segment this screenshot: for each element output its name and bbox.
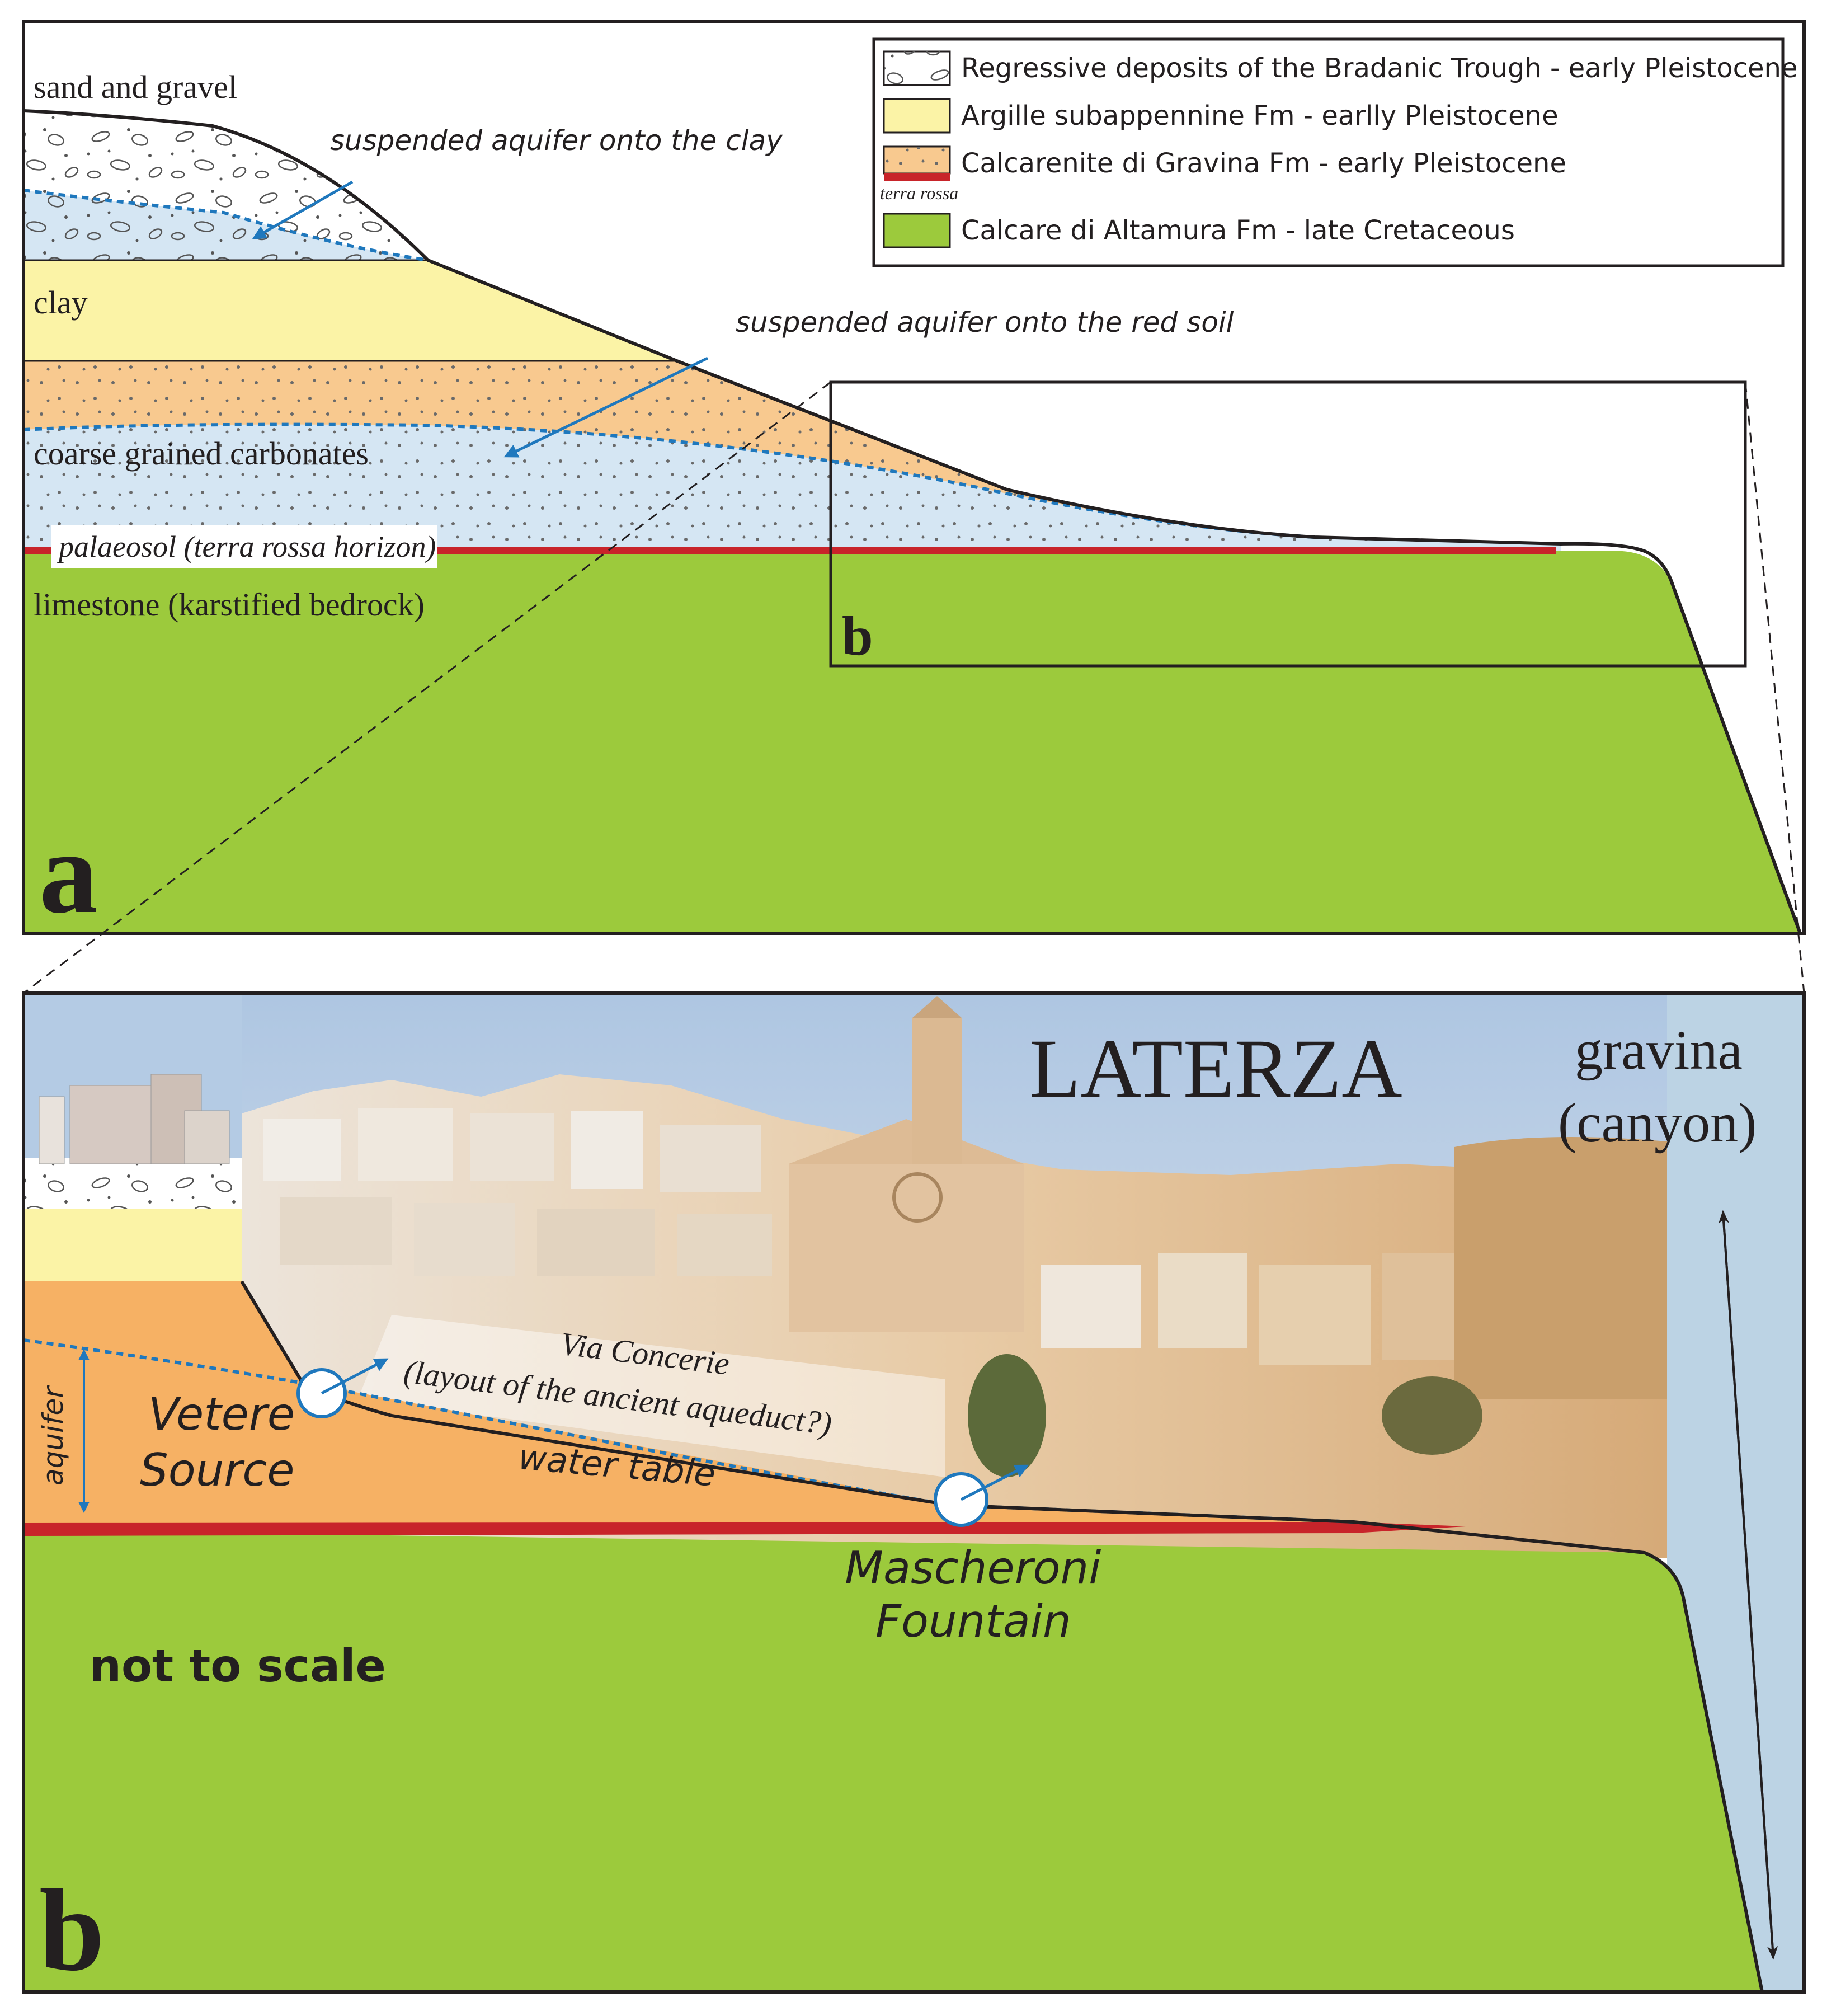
carbonate-water-table (23, 422, 1315, 539)
label-fountain: Fountain (875, 1595, 1071, 1647)
connector-left (23, 381, 831, 994)
clay-water-table (23, 189, 429, 262)
label-clay: clay (34, 284, 88, 321)
connector-right (1744, 382, 1805, 994)
canyon-depth-arrow-up (1718, 1210, 1774, 1959)
label-aquifer-redsoil: suspended aquifer onto the red soil (736, 306, 1234, 339)
label-gravina: gravina (1575, 1019, 1743, 1081)
calcarenite-wedge (23, 1281, 1354, 1530)
legend-box (872, 37, 1785, 267)
label-vetere: Vetere (148, 1388, 295, 1440)
terra-rossa-b (23, 1522, 1466, 1536)
label-laterza: LATERZA (1029, 1022, 1402, 1115)
label-limestone: limestone (karstified bedrock) (34, 586, 425, 623)
label-source: Source (140, 1444, 295, 1496)
palaeosol-label-bg (51, 525, 437, 568)
panel-letter-a: a (39, 808, 98, 938)
limestone-layer-b (23, 1530, 1762, 1992)
panel-a: sand and gravel clay coarse grained carb… (22, 20, 1806, 938)
label-mascheroni: Mascheroni (845, 1542, 1101, 1594)
water-table-line (23, 1338, 1354, 1524)
label-aquifer: aquifer (37, 1385, 69, 1486)
legend-swatch-clay (883, 98, 951, 134)
label-aquifer-clay: suspended aquifer onto the clay (330, 124, 783, 157)
label-canyon: (canyon) (1558, 1092, 1757, 1154)
panel-letter-b: b (39, 1865, 105, 1995)
via-concerie-overlay (358, 1315, 945, 1477)
inset-letter-b: b (842, 605, 873, 667)
topographic-surface (23, 109, 1802, 933)
legend: terra rossa Regressive deposits of the B… (872, 37, 1798, 267)
aquifer-clay-arrow (252, 180, 354, 239)
left-strata (23, 1074, 242, 1281)
label-not-to-scale: not to scale (90, 1640, 386, 1692)
aquifer-redsoil-arrow (503, 356, 709, 458)
legend-swatch-limestone (883, 213, 951, 248)
label-palaeosol: palaeosol (terra rossa horizon) (57, 530, 436, 563)
inset-box-b (829, 380, 1747, 668)
legend-label-gravel: Regressive deposits of the Bradanic Trou… (961, 53, 1798, 84)
legend-swatch-terra-rossa (884, 173, 950, 181)
label-coarse-carbonates: coarse grained carbonates (34, 435, 369, 472)
legend-label-clay: Argille subappennine Fm - earlly Pleisto… (961, 100, 1559, 131)
legend-label-limestone: Calcare di Altamura Fm - late Cretaceous (961, 215, 1515, 246)
panel-b: LATERZA gravina (canyon) aquifer Vetere … (22, 991, 1806, 1995)
clay-layer (23, 260, 677, 361)
limestone-layer (23, 551, 1800, 933)
legend-terra-rossa-label: terra rossa (880, 183, 958, 203)
label-sand-gravel: sand and gravel (34, 69, 237, 105)
legend-label-calcarenite: Calcarenite di Gravina Fm - early Pleist… (961, 148, 1566, 179)
